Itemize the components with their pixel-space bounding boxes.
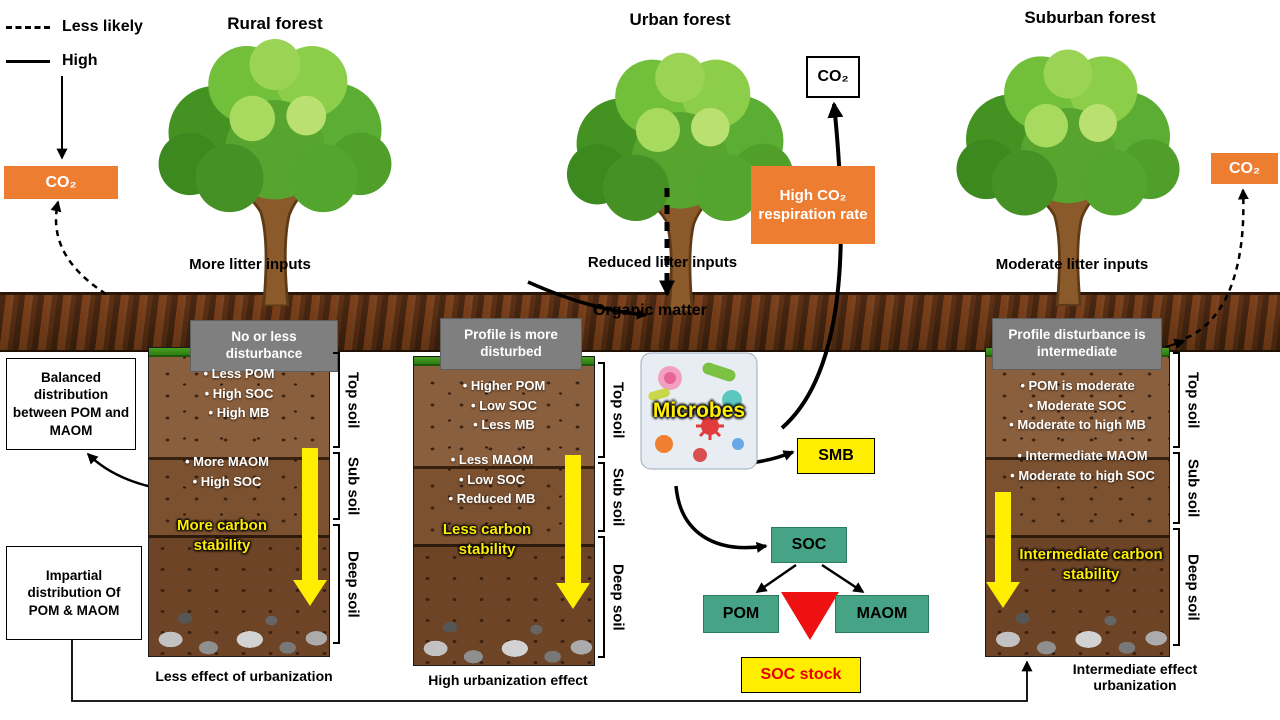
pom-box: POM	[703, 595, 779, 633]
urban-disturbance-header: Profile is more disturbed	[440, 318, 582, 370]
bullet-item: POM is moderate	[989, 376, 1166, 396]
suburban-litter-label: Moderate litter inputs	[995, 256, 1149, 273]
legend-solid-label: High	[62, 52, 98, 69]
topsoil-bracket	[598, 362, 605, 458]
topsoil-label: Top soil	[344, 371, 362, 429]
rural-caption: Less effect of urbanization	[155, 668, 333, 684]
microbes-label: Microbes	[652, 399, 746, 422]
maom-box: MAOM	[835, 595, 929, 633]
bullet-item: Less MB	[417, 415, 591, 435]
suburban-caption: Intermediate effect urbanization	[1072, 661, 1198, 693]
arrow-head	[293, 580, 327, 606]
urban-forest-title: Urban forest	[629, 10, 731, 29]
dashed-line-sample	[6, 25, 50, 29]
suburban-disturbance-header: Profile disturbance is intermediate	[992, 318, 1162, 370]
suburban-topsoil-bullets: POM is moderate Moderate SOC Moderate to…	[989, 376, 1166, 435]
suburban-forest-title: Suburban forest	[1024, 8, 1156, 27]
topsoil-label: Top soil	[609, 381, 627, 439]
bullet-item: High MB	[152, 403, 326, 423]
suburban-carbon-stability-label: Intermediate carbon stability	[1019, 546, 1163, 583]
rural-litter-label: More litter inputs	[189, 256, 311, 273]
balanced-distribution-box: Balanced distribution between POM and MA…	[6, 358, 136, 450]
subsoil-bracket	[1173, 452, 1180, 524]
deepsoil-label: Deep soil	[344, 550, 362, 618]
arrow-shaft	[302, 448, 318, 582]
topsoil-label: Top soil	[1184, 371, 1202, 429]
arrow-rural-to-balanced-box	[86, 452, 153, 489]
arrow-respiration-to-co2-top	[780, 101, 844, 430]
bullet-item: Higher POM	[417, 376, 591, 396]
soc-stock-decline-triangle	[781, 592, 839, 640]
urban-topsoil-bullets: Higher POM Low SOC Less MB	[417, 376, 591, 435]
arrow-litter-to-organic-matter	[527, 280, 648, 320]
bullet-item: Reduced MB	[417, 489, 567, 509]
solid-line-sample	[6, 59, 50, 63]
co2-box-top: CO₂	[806, 56, 860, 98]
deepsoil-bracket	[333, 524, 340, 644]
subsoil-label: Sub soil	[344, 456, 362, 516]
organic-matter-label: Organic matter	[593, 302, 707, 319]
topsoil-bracket	[333, 352, 340, 448]
bullet-item: Moderate to high SOC	[1000, 466, 1165, 486]
soc-stock-box: SOC stock	[741, 657, 861, 693]
subsoil-label: Sub soil	[609, 467, 627, 527]
legend-dashed-label: Less likely	[62, 18, 143, 35]
bullet-item: High SOC	[152, 472, 302, 492]
legend: Less likely High	[6, 10, 143, 78]
microbes-image	[640, 352, 758, 470]
deepsoil-label: Deep soil	[1184, 553, 1202, 621]
bullet-item: More MAOM	[152, 452, 302, 472]
arrow-soc-to-maom	[821, 563, 865, 594]
bullet-item: High SOC	[152, 384, 326, 404]
arrow-head	[556, 583, 590, 609]
rural-forest-title: Rural forest	[227, 14, 323, 33]
urban-caption: High urbanization effect	[428, 672, 588, 688]
rural-carbon-depth-arrow	[293, 448, 327, 608]
subsoil-bracket	[333, 452, 340, 520]
suburban-subsoil-bullets: Intermediate MAOM Moderate to high SOC	[1000, 446, 1165, 485]
arrow-soc-to-pom	[755, 563, 797, 594]
arrow-soil-to-co2-left-dashed	[50, 200, 107, 296]
bullet-item: Less POM	[152, 364, 326, 384]
rural-carbon-stability-label: More carbon stability	[176, 517, 267, 554]
urban-subsoil-bullets: Less MAOM Low SOC Reduced MB	[417, 450, 567, 509]
deepsoil-bracket	[598, 536, 605, 658]
bullet-item: Moderate to high MB	[989, 415, 1166, 435]
subsoil-bracket	[598, 462, 605, 532]
bullet-item: Less MAOM	[417, 450, 567, 470]
bullet-item: Intermediate MAOM	[1000, 446, 1165, 466]
bullet-item: Moderate SOC	[989, 396, 1166, 416]
urban-carbon-stability-label: Less carbon stability	[442, 521, 532, 558]
impartial-distribution-box: Impartial distribution Of POM & MAOM	[6, 546, 142, 640]
smb-box: SMB	[797, 438, 875, 474]
urban-litter-label: Reduced litter inputs	[587, 254, 738, 271]
topsoil-bracket	[1173, 352, 1180, 448]
co2-box-right: CO₂	[1211, 153, 1278, 184]
bullet-item: Low SOC	[417, 396, 591, 416]
arrow-head	[986, 582, 1020, 608]
suburban-carbon-depth-arrow	[986, 492, 1020, 610]
arrow-shaft	[565, 455, 581, 585]
arrow-soil-to-co2-right-dashed	[1185, 188, 1249, 340]
high-co2-respiration-box: High CO₂ respiration rate	[751, 166, 875, 244]
co2-box-left: CO₂	[4, 166, 118, 199]
arrow-microbes-to-soc	[674, 485, 768, 553]
subsoil-label: Sub soil	[1184, 458, 1202, 518]
legend-row-solid: High	[6, 44, 143, 78]
rural-topsoil-bullets: Less POM High SOC High MB	[152, 364, 326, 423]
deepsoil-bracket	[1173, 528, 1180, 646]
arrow-shaft	[995, 492, 1011, 584]
soc-box: SOC	[771, 527, 847, 563]
rural-subsoil-bullets: More MAOM High SOC	[152, 452, 302, 491]
legend-row-dashed: Less likely	[6, 10, 143, 44]
bullet-item: Low SOC	[417, 470, 567, 490]
deepsoil-label: Deep soil	[609, 563, 627, 631]
connector-impartial-to-suburban	[71, 640, 1033, 702]
urban-carbon-depth-arrow	[556, 455, 590, 611]
